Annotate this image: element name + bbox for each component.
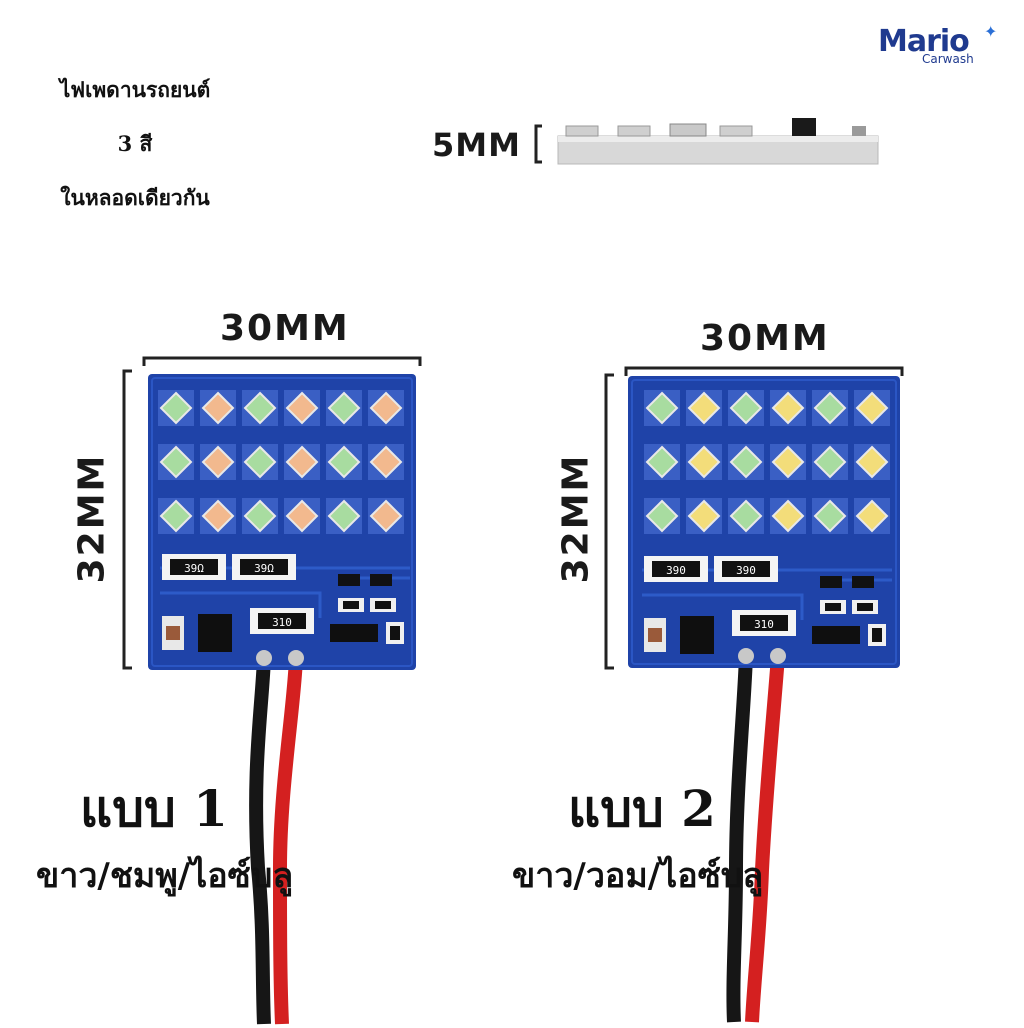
led-chip — [813, 391, 847, 425]
led-chip — [729, 391, 763, 425]
led-chip — [771, 499, 805, 533]
led-array — [158, 390, 404, 534]
led-chip — [771, 445, 805, 479]
led-chip — [327, 391, 361, 425]
variant1-colors: ขาว/ชมพู/ไอซ์บลู — [36, 856, 294, 896]
board2-width-bracket — [624, 366, 904, 376]
chip-component — [792, 118, 816, 136]
led-chip — [369, 445, 403, 479]
led-chip — [669, 123, 707, 137]
transistor — [338, 574, 360, 586]
resistor-label: 39Ω — [254, 562, 274, 575]
title-line-3: ในหลอดเดียวกัน — [60, 184, 210, 210]
led-chip — [565, 125, 599, 137]
board2-height-label: 32MM — [555, 453, 597, 584]
led-chip — [285, 499, 319, 533]
resistor-label: 390 — [666, 564, 686, 577]
led-chip — [855, 499, 889, 533]
board1-width-bracket — [142, 356, 422, 366]
variant1-title: แบบ 1 — [80, 779, 228, 838]
led-chip — [645, 445, 679, 479]
black-wire — [726, 655, 753, 1023]
red-wire — [272, 657, 303, 1025]
logo-sub: Carwash — [922, 52, 974, 66]
led-chip — [159, 499, 193, 533]
resistor-label: 310 — [754, 618, 774, 631]
side-view — [534, 118, 879, 165]
led-chip — [243, 445, 277, 479]
resistor-label: 310 — [272, 616, 292, 629]
ic-chip — [198, 614, 232, 652]
ic-chip — [680, 616, 714, 654]
thickness-label: 5MM — [432, 126, 521, 164]
sparkle-icon: ✦ — [984, 22, 998, 41]
board2-height-bracket — [604, 373, 614, 670]
led-chip — [201, 445, 235, 479]
title-line-1: ไฟเพดานรถยนต์ — [59, 76, 211, 102]
led-chip — [243, 499, 277, 533]
diode — [812, 626, 860, 644]
led-chip — [285, 445, 319, 479]
led-chip — [729, 445, 763, 479]
led-chip — [855, 391, 889, 425]
black-wire — [249, 657, 271, 1025]
small-component — [852, 126, 866, 136]
led-chip — [771, 391, 805, 425]
led-chip — [687, 391, 721, 425]
board2-width-label: 30MM — [700, 318, 830, 359]
logo-brand: Mario — [878, 24, 970, 59]
led-chip — [201, 391, 235, 425]
led-chip — [159, 445, 193, 479]
transistor — [370, 574, 392, 586]
variant2-colors: ขาว/วอม/ไอซ์บลู — [512, 856, 764, 896]
red-wire — [745, 655, 785, 1023]
led-chip — [327, 499, 361, 533]
solder-pad — [770, 648, 786, 664]
led-chip — [201, 499, 235, 533]
led-chip — [813, 499, 847, 533]
led-chip — [645, 391, 679, 425]
transistor — [852, 576, 874, 588]
led-chip — [855, 445, 889, 479]
brand-logo: Mario Carwash ✦ — [878, 22, 998, 70]
led-chip — [687, 445, 721, 479]
variant2-title: แบบ 2 — [568, 779, 716, 838]
led-chip — [719, 125, 753, 137]
led-array — [644, 390, 890, 534]
led-chip — [645, 499, 679, 533]
solder-pad — [738, 648, 754, 664]
resistor-label: 390 — [736, 564, 756, 577]
led-chip — [687, 499, 721, 533]
board1-height-bracket — [122, 369, 132, 670]
board1-width-label: 30MM — [220, 308, 350, 349]
resistor-label: 39Ω — [184, 562, 204, 575]
led-chip — [617, 125, 651, 137]
product-title: ไฟเพดานรถยนต์ 3 สี ในหลอดเดียวกัน — [40, 62, 230, 224]
led-chip — [327, 445, 361, 479]
led-chip — [243, 391, 277, 425]
board1-height-label: 32MM — [71, 453, 113, 584]
led-chip — [729, 499, 763, 533]
led-chip — [285, 391, 319, 425]
thickness-bracket — [534, 124, 542, 164]
diode — [330, 624, 378, 642]
board2: 390 390 310 — [628, 376, 900, 1023]
solder-pad — [256, 650, 272, 666]
board1: 39Ω 39Ω 310 — [148, 374, 416, 1025]
title-line-2: 3 สี — [117, 130, 153, 156]
led-chip — [369, 499, 403, 533]
led-chip — [813, 445, 847, 479]
led-chip — [159, 391, 193, 425]
led-chip — [369, 391, 403, 425]
solder-pad — [288, 650, 304, 666]
transistor — [820, 576, 842, 588]
